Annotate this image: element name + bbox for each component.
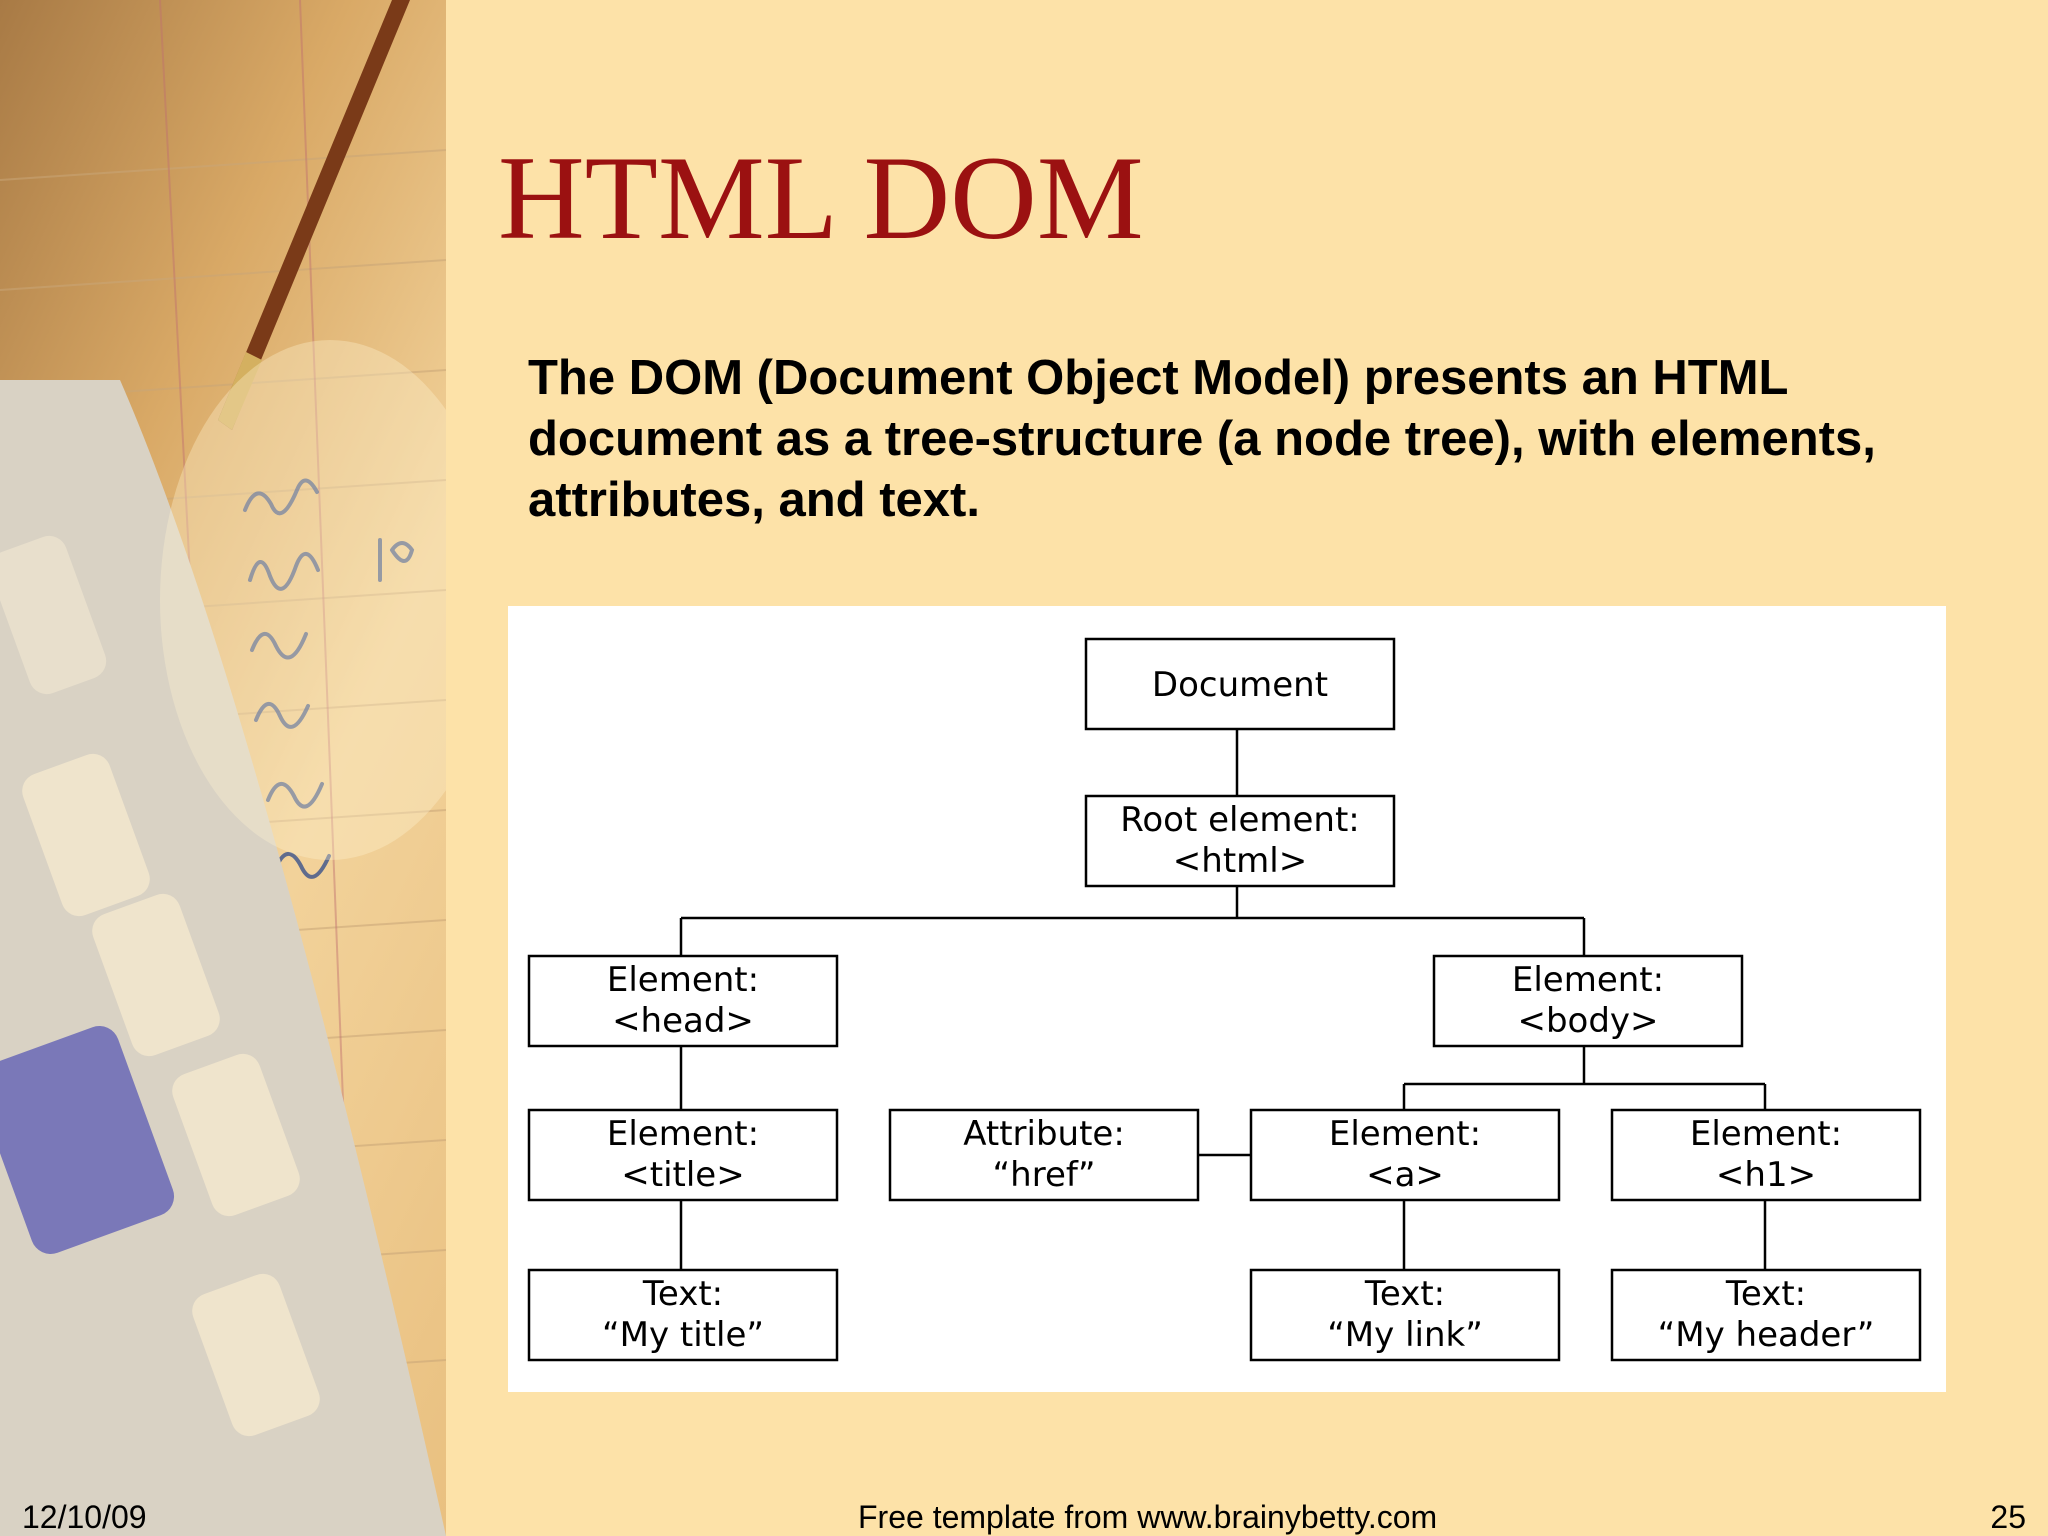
node-a-line1: Element:: [1329, 1114, 1481, 1154]
node-text-title-line2: “My title”: [602, 1315, 764, 1355]
footer-credit: Free template from www.brainybetty.com: [858, 1499, 1438, 1535]
node-text-link-line2: “My link”: [1327, 1315, 1483, 1355]
node-document-label: Document: [1152, 665, 1328, 705]
node-title-line2: <title>: [621, 1155, 744, 1195]
node-href-line2: “href”: [993, 1155, 1096, 1195]
node-h1-line1: Element:: [1690, 1114, 1842, 1154]
node-head-line1: Element:: [607, 960, 759, 1000]
node-body-line2: <body>: [1517, 1001, 1658, 1041]
footer-date: 12/10/09: [22, 1499, 147, 1535]
node-h1-element: Element: <h1>: [1610, 1108, 1922, 1202]
node-body-line1: Element:: [1512, 960, 1664, 1000]
node-root-line1: Root element:: [1120, 800, 1360, 840]
sidebar-photo-illustration: [0, 0, 446, 1536]
dom-tree-svg: Document Root element: <html> Element: <…: [527, 637, 1922, 1362]
node-document: Document: [1084, 637, 1396, 731]
node-text-link-line1: Text:: [1364, 1274, 1445, 1314]
node-a-line2: <a>: [1366, 1155, 1444, 1195]
tree-connectors: [679, 729, 1767, 1270]
slide-title: HTML DOM: [498, 131, 1144, 264]
node-head-element: Element: <head>: [527, 954, 839, 1048]
node-text-link: Text: “My link”: [1249, 1268, 1561, 1362]
page-number: 25: [1990, 1499, 2026, 1535]
node-head-line2: <head>: [612, 1001, 754, 1041]
node-text-header-line1: Text:: [1725, 1274, 1806, 1314]
node-href-attribute: Attribute: “href”: [888, 1108, 1200, 1202]
dom-tree-diagram: Document Root element: <html> Element: <…: [508, 606, 1946, 1392]
sidebar-photo: [0, 0, 446, 1536]
slide-body-text: The DOM (Document Object Model) presents…: [528, 351, 1876, 527]
node-body-element: Element: <body>: [1432, 954, 1744, 1048]
node-root-element: Root element: <html>: [1084, 794, 1396, 888]
node-text-title-line1: Text:: [642, 1274, 723, 1314]
node-text-title: Text: “My title”: [527, 1268, 839, 1362]
node-h1-line2: <h1>: [1716, 1155, 1816, 1195]
node-title-line1: Element:: [607, 1114, 759, 1154]
node-text-header: Text: “My header”: [1610, 1268, 1922, 1362]
node-title-element: Element: <title>: [527, 1108, 839, 1202]
node-text-header-line2: “My header”: [1658, 1315, 1875, 1355]
node-root-line2: <html>: [1173, 841, 1307, 881]
node-a-element: Element: <a>: [1249, 1108, 1561, 1202]
node-href-line1: Attribute:: [963, 1114, 1125, 1154]
